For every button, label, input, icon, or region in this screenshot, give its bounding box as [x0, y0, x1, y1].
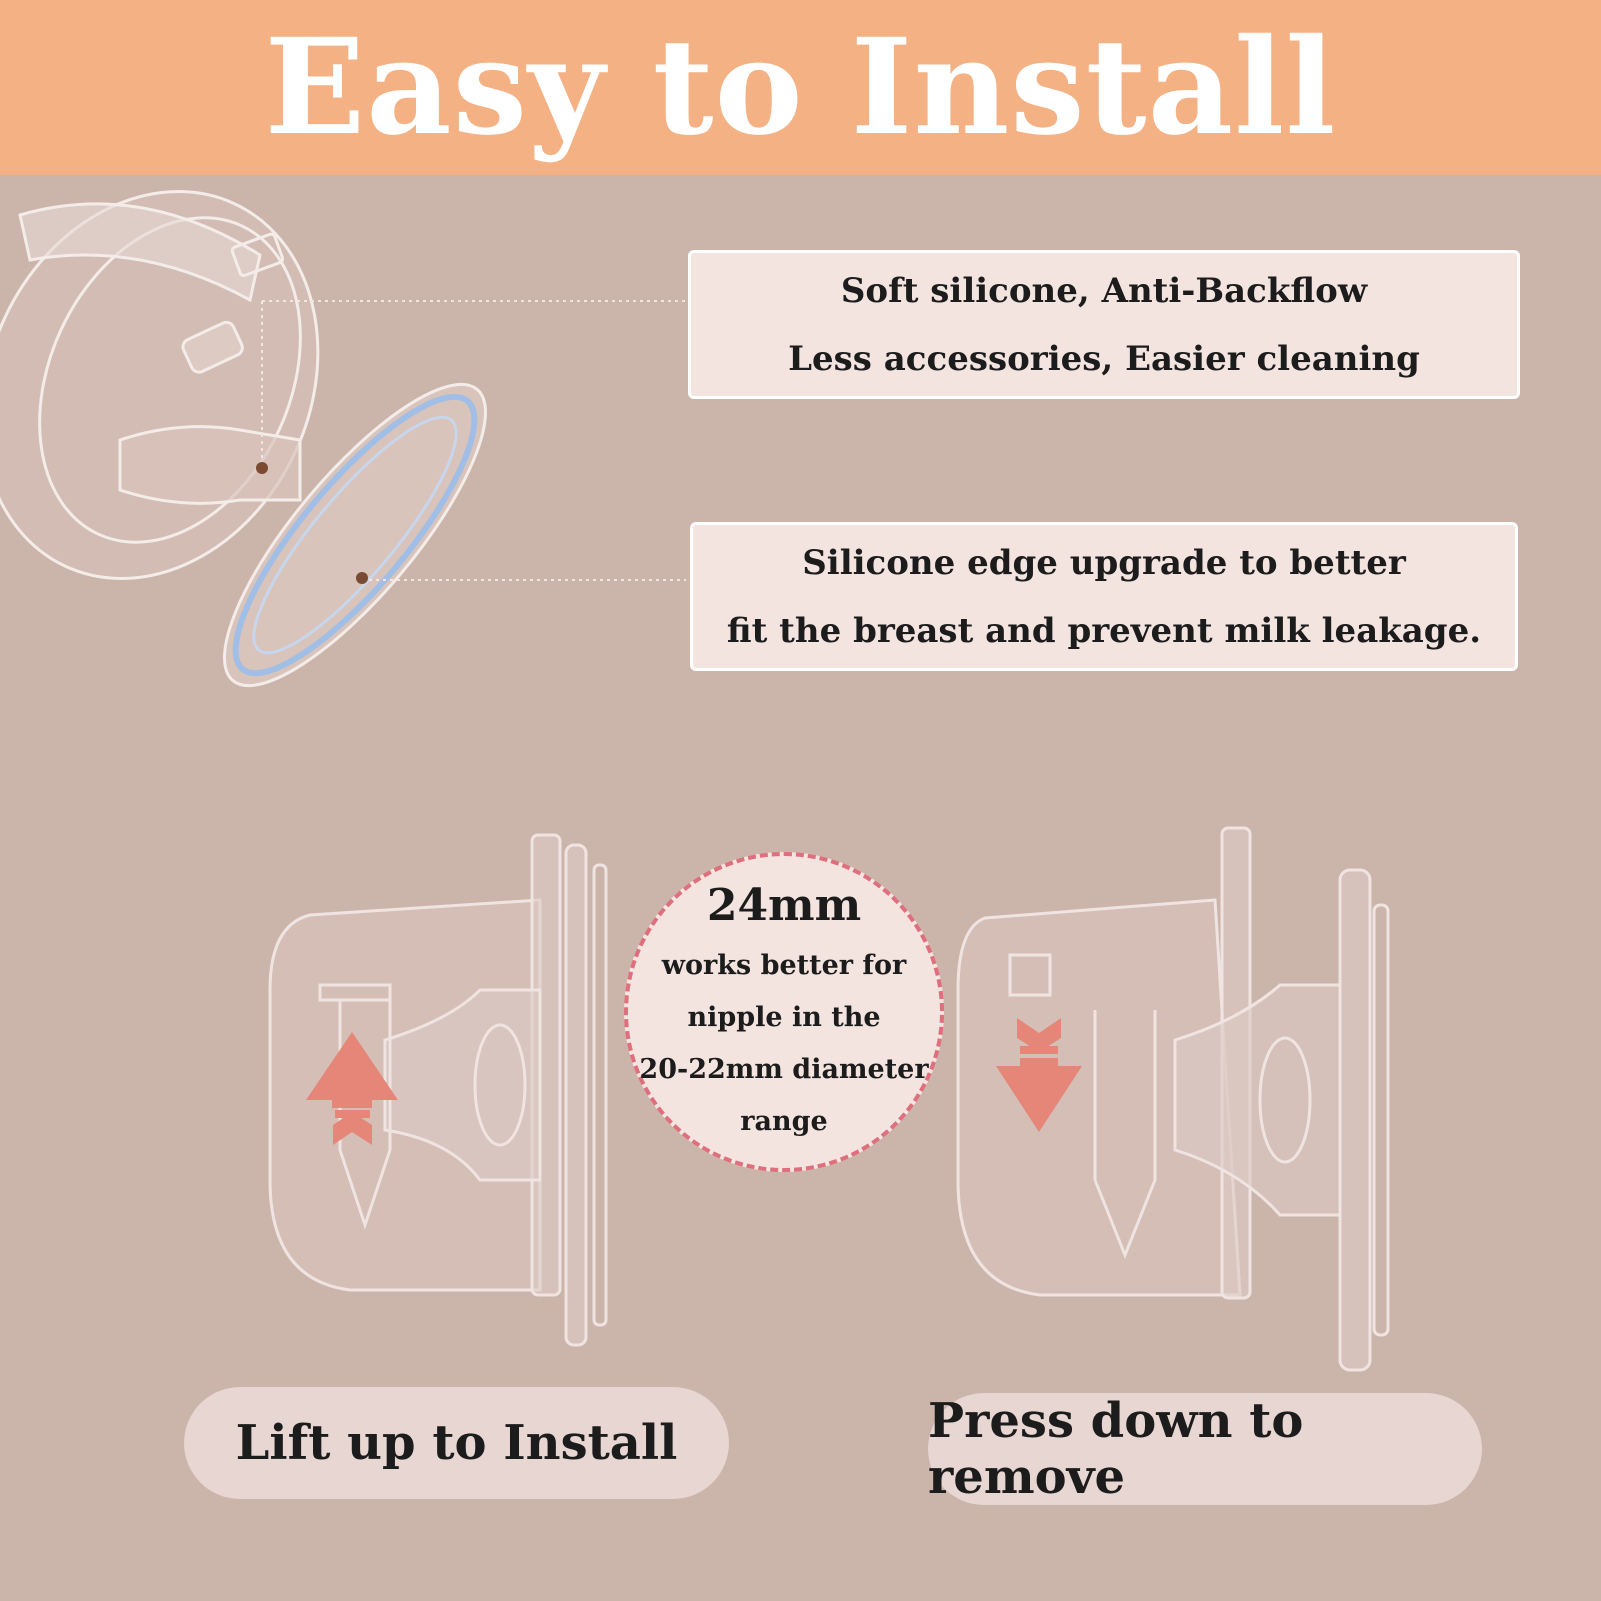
page-title: Easy to Install: [264, 9, 1337, 165]
callout-connectors: [261, 300, 686, 581]
size-badge: 24mm works better for nipple in the 20-2…: [624, 852, 944, 1172]
callout-line: Less accessories, Easier cleaning: [788, 338, 1420, 379]
connector-dot: [356, 572, 368, 584]
arrow-down-icon: [996, 1018, 1082, 1132]
pump-cup-illustration: [0, 190, 487, 688]
install-label-pill: Lift up to Install: [184, 1387, 729, 1499]
callout-line: fit the breast and prevent milk leakage.: [726, 610, 1482, 651]
size-note-line: nipple in the: [687, 1002, 881, 1033]
callout-line: Silicone edge upgrade to better: [802, 542, 1406, 583]
install-label: Lift up to Install: [235, 1415, 678, 1471]
size-note-line: range: [740, 1106, 828, 1137]
header-banner: Easy to Install: [0, 0, 1601, 175]
size-value: 24mm: [706, 880, 862, 931]
arrow-up-icon: [306, 1032, 398, 1145]
install-cup-illustration: [268, 833, 608, 1347]
size-note-line: works better for: [661, 950, 907, 981]
remove-cup-illustration: [956, 826, 1390, 1372]
remove-label-pill: Press down to remove: [928, 1393, 1482, 1505]
feature-callout-edge: Silicone edge upgrade to better fit the …: [690, 522, 1518, 671]
callout-line: Soft silicone, Anti-Backflow: [840, 270, 1368, 311]
connector-dot: [256, 462, 268, 474]
remove-label: Press down to remove: [928, 1393, 1304, 1505]
feature-callout-silicone: Soft silicone, Anti-Backflow Less access…: [688, 250, 1520, 399]
size-note-line: 20-22mm diameter: [639, 1054, 929, 1085]
